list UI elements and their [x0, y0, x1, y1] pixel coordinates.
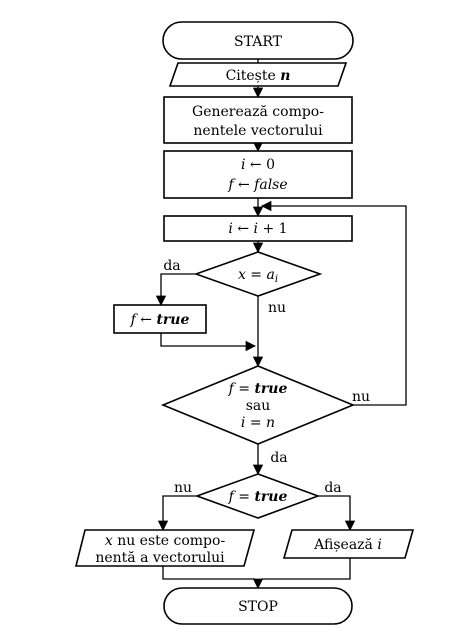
init-f-label: f ← false: [227, 177, 287, 193]
edge-cond2-yes: [318, 495, 356, 532]
label-cond1-no: nu: [268, 300, 286, 316]
label-cond2-no: nu: [174, 480, 192, 496]
edge-loop-no: [260, 200, 407, 406]
label-cond1-yes: da: [163, 258, 180, 274]
init-i-label: i ← 0: [241, 157, 275, 173]
loop-condition-line3: i = n: [241, 415, 275, 431]
start-label: START: [234, 34, 283, 50]
loop-condition-diamond: [160, 365, 356, 445]
stop-label: STOP: [238, 599, 278, 615]
label-loop-no: nu: [352, 389, 370, 405]
edge-assign-merge: [160, 333, 257, 352]
output-not-component-line1: x nu este compo-: [105, 533, 226, 549]
output-display-i-label: Afișează i: [313, 537, 382, 553]
label-cond2-yes: da: [324, 480, 341, 496]
condition-f-true-diamond: [194, 473, 321, 519]
generate-vector-box: [163, 96, 353, 144]
edge-cond2-no: [157, 495, 197, 532]
condition-x-ai-label: x = ai: [238, 267, 278, 285]
condition-x-equals-ai: [193, 251, 323, 297]
edge-yes-stop: [261, 558, 351, 580]
output-display-i-parallelogram: [282, 529, 415, 559]
edge-cond1-yes: [155, 273, 196, 307]
edges: [155, 59, 407, 590]
edge-no-stop: [162, 566, 255, 580]
increment-label: i ← i + 1: [228, 221, 287, 237]
loop-condition-line1: f = true: [228, 381, 288, 397]
assign-f-true-label: f ← true: [130, 312, 190, 328]
output-not-component-parallelogram: [74, 529, 256, 567]
loop-condition-line2: sau: [246, 398, 271, 414]
output-not-component-line2: nentă a vectorului: [95, 550, 225, 566]
generate-label-line2: nentele vectorului: [193, 123, 323, 139]
read-n-parallelogram: [168, 62, 348, 87]
label-loop-yes: da: [270, 450, 287, 466]
increment-box: [163, 215, 353, 242]
stop-terminal: [163, 587, 353, 625]
read-n-label: Citește n: [226, 68, 291, 84]
condition-f-true-label: f = true: [228, 489, 288, 505]
assign-f-true-box: [113, 304, 207, 334]
start-terminal: [162, 21, 354, 60]
init-box: [163, 150, 353, 199]
generate-label-line1: Generează compo-: [192, 104, 324, 120]
